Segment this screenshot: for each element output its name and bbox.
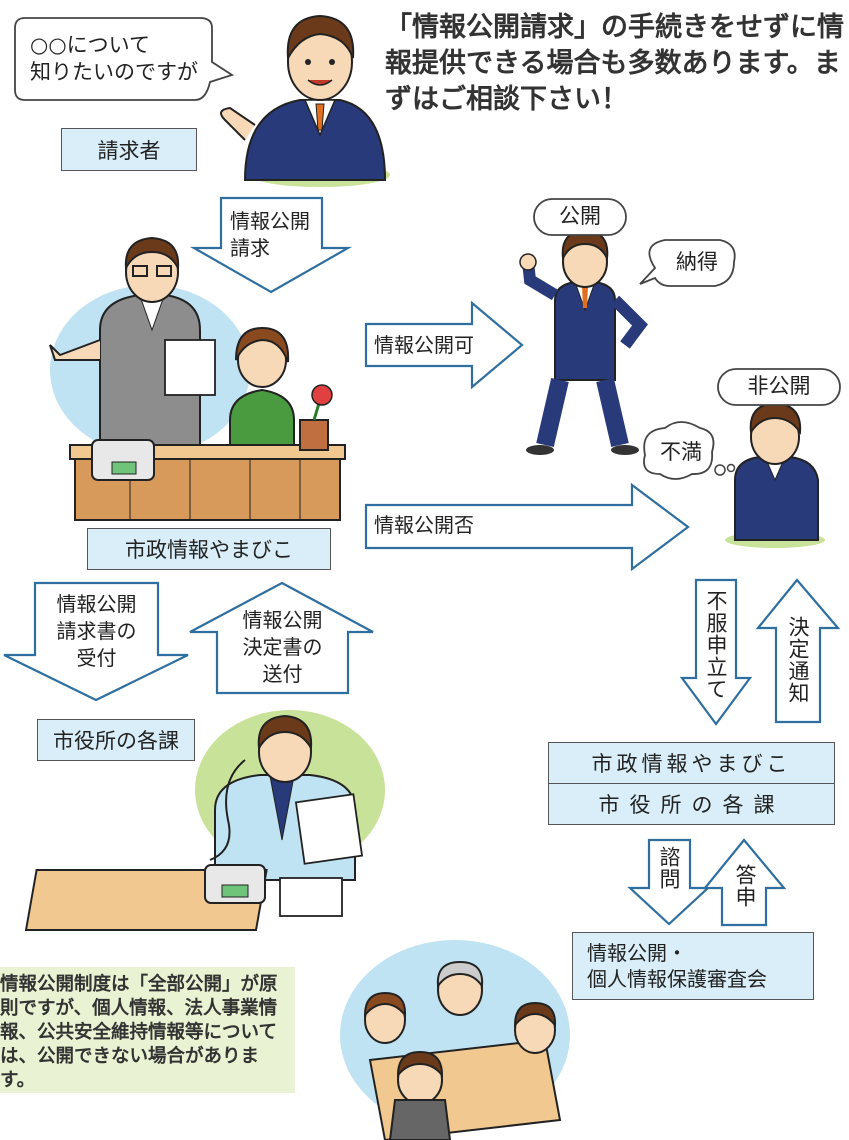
office-illustration	[49, 236, 346, 521]
satisfied-person-illustration	[519, 228, 648, 455]
arrow-receipt-label-line-3: 受付	[76, 646, 117, 670]
phone-clerk-illustration	[24, 710, 385, 931]
arrow-consult-label: 諮問	[657, 846, 681, 890]
office-label: 市政情報やまびこ	[87, 528, 331, 570]
tag-public-frame	[533, 198, 627, 236]
arrow-decision-send-label-line-3: 送付	[262, 662, 303, 686]
speech-bubble-satisfied	[639, 239, 736, 287]
council-box: 情報公開・ 個人情報保護審査会	[572, 932, 814, 1000]
tag-nonpublic-frame	[717, 368, 841, 406]
tag-public: 公開	[559, 204, 601, 228]
speech-bubble-requester	[14, 17, 235, 101]
arrow-receipt-label-line-1: 情報公開	[56, 592, 137, 616]
policy-note: 情報公開制度は「全部公開」が原則ですが、個人情報、法人事業情報、公共安全維持情報…	[0, 967, 295, 1093]
requester-speech-line-2: 知りたいのですが	[30, 60, 198, 84]
arrow-request-label-line-2: 請求	[230, 236, 270, 260]
requester-speech-line-1: ○○について	[30, 33, 151, 57]
arrow-decision-send-label-line-1: 情報公開	[242, 608, 323, 632]
arrow-decision-notice	[755, 578, 841, 724]
arrow-request	[189, 196, 353, 294]
speech-satisfied: 納得	[676, 250, 718, 274]
headline: 「情報公開請求」の手続きをせずに情報提供できる場合も多数あります。まずはご相談下…	[385, 12, 844, 115]
arrow-report	[702, 838, 787, 927]
right-box-row-department: 市役所の各課	[548, 783, 835, 825]
thought-bubble-dissatisfied	[643, 421, 715, 480]
council-line-1: 情報公開・	[587, 941, 687, 965]
arrow-deny	[364, 482, 690, 572]
council-meeting-illustration	[340, 940, 570, 1140]
dissatisfied-person-illustration	[725, 401, 825, 548]
arrow-report-label: 答申	[733, 864, 757, 908]
arrow-request-label-line-1: 情報公開	[230, 209, 310, 233]
arrow-decision-notice-label: 決定通知	[786, 616, 810, 704]
arrow-receipt-label-line-2: 請求書の	[56, 619, 137, 643]
arrow-decision-send	[189, 581, 374, 695]
arrow-consult	[627, 838, 711, 926]
right-box-row-office: 市政情報やまびこ	[548, 742, 835, 784]
thought-dissatisfied: 不満	[660, 440, 702, 464]
requester-label: 請求者	[61, 128, 197, 171]
requester-illustration	[220, 14, 390, 187]
arrow-approve	[364, 300, 524, 390]
department-label: 市役所の各課	[37, 719, 195, 761]
tag-nonpublic: 非公開	[747, 374, 811, 398]
arrow-deny-label: 情報公開否	[374, 513, 474, 537]
arrow-approve-label: 情報公開可	[374, 333, 474, 357]
arrow-receipt	[3, 581, 189, 702]
arrow-objection	[679, 578, 753, 726]
arrow-objection-label: 不服申立て	[704, 590, 728, 700]
council-line-2: 個人情報保護審査会	[587, 967, 767, 991]
arrow-decision-send-label-line-2: 決定書の	[242, 635, 323, 659]
